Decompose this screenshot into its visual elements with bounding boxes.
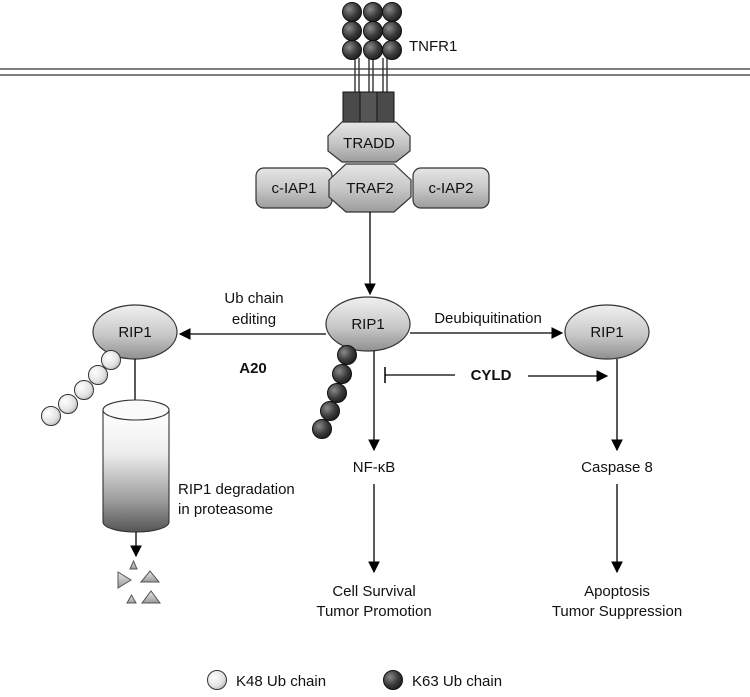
survival-label-line2: Tumor Promotion [316, 603, 431, 620]
legend-k63-label: K63 Ub chain [412, 673, 502, 690]
apoptosis-label-line1: Apoptosis [584, 583, 650, 600]
tnfr1-label: TNFR1 [409, 38, 457, 55]
a20-label: A20 [239, 360, 267, 377]
degradation-label-line2: in proteasome [178, 501, 273, 518]
traf2-label: TRAF2 [346, 180, 394, 197]
ciap2-label: c-IAP2 [428, 180, 473, 197]
deubiquitination-label: Deubiquitination [434, 310, 542, 327]
rip1-right-label: RIP1 [590, 324, 623, 341]
legend-k48-label: K48 Ub chain [236, 673, 326, 690]
peptide-fragments [117, 559, 161, 604]
tradd-label: TRADD [343, 135, 395, 152]
rip1-right: RIP1 [564, 304, 650, 360]
cyld-label: CYLD [471, 367, 512, 384]
survival-label-line1: Cell Survival [332, 583, 415, 600]
k63-ub-chain [312, 345, 357, 439]
caspase8-label: Caspase 8 [581, 459, 653, 476]
ub-editing-label-line2: editing [232, 311, 276, 328]
rip1-left: RIP1 [92, 304, 178, 360]
receptor-ligand-balls [342, 2, 402, 60]
legend-k63-swatch [383, 670, 403, 690]
rip1-left-label: RIP1 [118, 324, 151, 341]
ciap1-label: c-IAP1 [271, 180, 316, 197]
cell-membrane [0, 68, 750, 76]
tnfr1-receptor: TNFR1 [342, 2, 457, 123]
rip1-center-label: RIP1 [351, 316, 384, 333]
proteasome-cylinder [102, 399, 170, 533]
apoptosis-label-line2: Tumor Suppression [552, 603, 682, 620]
ub-editing-label-line1: Ub chain [224, 290, 283, 307]
tradd-box: TRADD [327, 121, 411, 163]
legend: K48 Ub chain K63 Ub chain [207, 670, 502, 690]
degradation-label-line1: RIP1 degradation [178, 481, 295, 498]
receptor-death-domains [342, 91, 395, 123]
ciap1-box: c-IAP1 [255, 167, 333, 209]
k48-ub-chain [41, 350, 121, 426]
rip1-center: RIP1 [325, 296, 411, 352]
nfkb-label: NF-κB [353, 459, 396, 476]
ciap2-box: c-IAP2 [412, 167, 490, 209]
legend-k48-swatch [207, 670, 227, 690]
traf2-box: TRAF2 [328, 163, 412, 213]
